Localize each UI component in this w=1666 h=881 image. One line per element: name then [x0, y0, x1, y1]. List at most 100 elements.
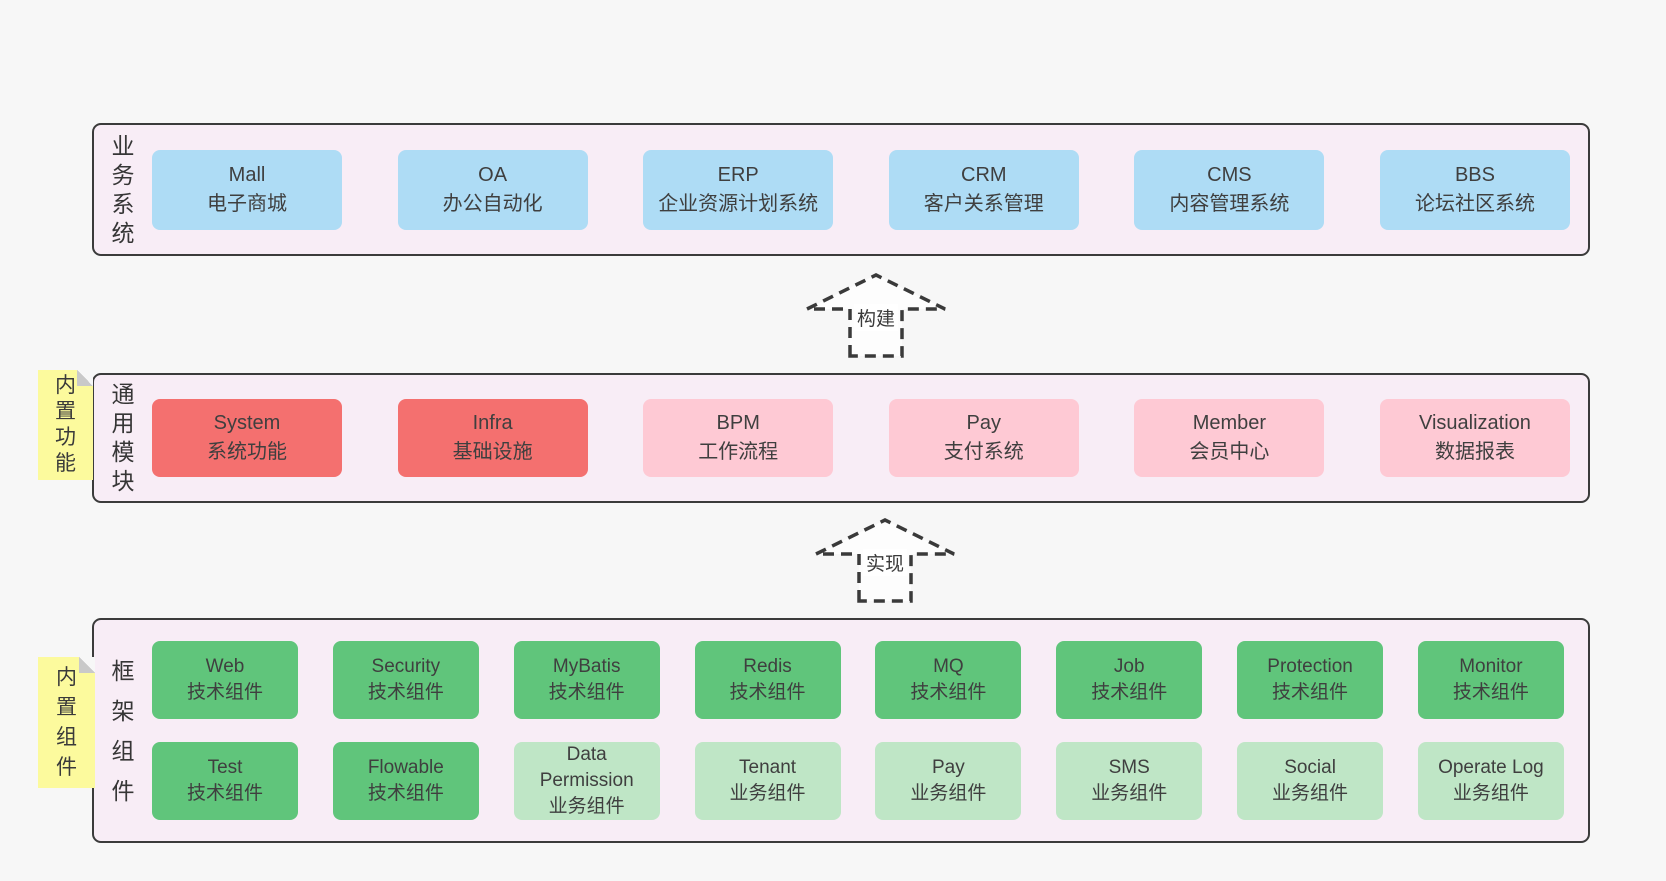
box-bpm: BPM 工作流程: [643, 399, 834, 477]
layer-label-business-systems: 业 务 系 统: [111, 132, 135, 246]
arrow-build-label: 构建: [853, 304, 899, 331]
box-title: ERP: [717, 163, 759, 186]
box-oa: OA 办公自动化: [397, 149, 588, 230]
box-title: CMS: [1207, 163, 1252, 186]
box-title: Test: [207, 757, 243, 778]
box-subtitle: 技术组件: [1272, 682, 1349, 703]
box-title: System: [213, 412, 281, 434]
box-title: Monitor: [1459, 656, 1523, 677]
box-test: Test 技术组件: [152, 742, 298, 820]
box-crm: CRM 客户关系管理: [888, 149, 1079, 230]
layer-common-modules: 通 用 模 块 System 系统功能 Infra 基础设施 BPM 工作流程 Pay 支付系…: [92, 373, 1590, 503]
box-subtitle: 办公自动化: [442, 192, 543, 215]
box-title: CRM: [961, 163, 1007, 186]
box-system: System 系统功能: [152, 399, 342, 477]
box-title: BBS: [1454, 163, 1495, 186]
box-title: OA: [478, 163, 508, 186]
box-sms: SMS 业务组件: [1056, 742, 1203, 820]
box-row: Mall 电子商城 OA 办公自动化 ERP 企业资源计划系统 CRM 客户关系管理 CMS 内容…: [152, 149, 1570, 230]
box-title: MQ: [933, 656, 964, 677]
box-title: Pay: [932, 757, 965, 778]
box-subtitle: 数据报表: [1434, 441, 1515, 463]
box-title: Security: [371, 656, 441, 677]
box-subtitle: 支付系统: [943, 441, 1024, 463]
box-subtitle: 业务组件: [1091, 783, 1168, 804]
box-subtitle: 业务组件: [548, 796, 625, 817]
box-visualization: Visualization 数据报表: [1379, 399, 1570, 477]
box-monitor: Monitor 技术组件: [1417, 641, 1564, 719]
box-operate-log: Operate Log 业务组件: [1417, 742, 1564, 820]
box-subtitle: 业务组件: [1272, 783, 1349, 804]
box-title: Data Permission: [539, 744, 634, 791]
arrow-implement-label: 实现: [862, 549, 908, 576]
box-title: Member: [1192, 412, 1267, 434]
box-title: MyBatis: [552, 656, 621, 677]
box-mq: MQ 技术组件: [875, 641, 1022, 719]
box-bbs: BBS 论坛社区系统: [1379, 149, 1570, 230]
box-member: Member 会员中心: [1134, 399, 1325, 477]
sticky-note-built-in-features: 内 置 功 能: [38, 370, 93, 480]
box-pay: Pay 支付系统: [888, 399, 1079, 477]
box-title: BPM: [716, 412, 760, 434]
box-title: SMS: [1108, 757, 1150, 778]
box-title: Operate Log: [1438, 757, 1544, 778]
box-title: Tenant: [739, 757, 797, 778]
box-data-permission: Data Permission 业务组件: [513, 742, 660, 820]
box-title: Social: [1284, 757, 1336, 778]
box-title: Redis: [743, 656, 792, 677]
box-subtitle: 业务组件: [910, 783, 987, 804]
box-title: Mall: [228, 163, 266, 186]
box-grid-business-systems: Mall 电子商城 OA 办公自动化 ERP 企业资源计划系统 CRM 客户关系管理 CMS 内容…: [152, 125, 1588, 254]
box-infra: Infra 基础设施: [397, 399, 588, 477]
layer-label-common-modules: 通 用 模 块: [111, 381, 135, 494]
box-subtitle: 技术组件: [548, 682, 625, 703]
box-title: Flowable: [367, 757, 444, 778]
box-subtitle: 技术组件: [910, 682, 987, 703]
box-grid-common-modules: System 系统功能 Infra 基础设施 BPM 工作流程 Pay 支付系统 Member 会…: [152, 375, 1588, 501]
box-subtitle: 技术组件: [367, 682, 444, 703]
layer-business-systems: 业 务 系 统 Mall 电子商城 OA 办公自动化 ERP 企业资源计划系统 CRM 客户关…: [92, 123, 1590, 256]
box-title: Web: [205, 656, 245, 677]
box-subtitle: 技术组件: [1452, 682, 1529, 703]
box-subtitle: 工作流程: [698, 441, 779, 463]
box-title: Pay: [966, 412, 1002, 434]
box-subtitle: 技术组件: [729, 682, 806, 703]
box-subtitle: 电子商城: [207, 192, 287, 215]
box-erp: ERP 企业资源计划系统: [643, 149, 834, 230]
box-pay: Pay 业务组件: [875, 742, 1022, 820]
box-security: Security 技术组件: [332, 641, 479, 719]
box-subtitle: 技术组件: [367, 783, 444, 804]
box-protection: Protection 技术组件: [1237, 641, 1384, 719]
box-social: Social 业务组件: [1237, 742, 1384, 820]
arrow-implement: 实现: [814, 517, 956, 603]
box-mall: Mall 电子商城: [152, 149, 342, 230]
box-subtitle: 论坛社区系统: [1414, 192, 1535, 215]
layer-label-framework-components: 框 架 组 件: [111, 657, 135, 804]
box-title: Visualization: [1419, 412, 1531, 434]
box-subtitle: 客户关系管理: [923, 192, 1044, 215]
box-redis: Redis 技术组件: [694, 641, 841, 719]
box-tenant: Tenant 业务组件: [694, 742, 841, 820]
box-subtitle: 技术组件: [186, 682, 263, 703]
box-subtitle: 技术组件: [186, 783, 263, 804]
box-subtitle: 业务组件: [729, 783, 806, 804]
box-subtitle: 企业资源计划系统: [658, 192, 819, 215]
box-subtitle: 技术组件: [1091, 682, 1168, 703]
arrow-build: 构建: [805, 272, 947, 358]
box-subtitle: 系统功能: [207, 441, 287, 463]
box-cms: CMS 内容管理系统: [1134, 149, 1325, 230]
sticky-note-built-in-components: 内 置 组 件: [38, 657, 95, 788]
box-subtitle: 会员中心: [1189, 441, 1270, 463]
box-subtitle: 内容管理系统: [1169, 192, 1290, 215]
box-subtitle: 业务组件: [1452, 783, 1529, 804]
box-subtitle: 基础设施: [452, 441, 533, 463]
box-title: Infra: [472, 412, 513, 434]
box-flowable: Flowable 技术组件: [332, 742, 479, 820]
box-title: Protection: [1267, 656, 1353, 677]
